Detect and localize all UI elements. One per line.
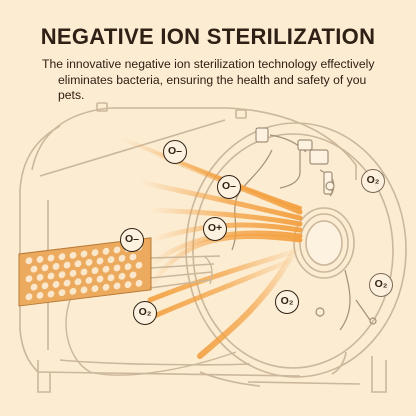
ion-o-plus: O+ (203, 217, 227, 241)
ion-o-minus-middle: O– (217, 175, 241, 199)
description: The innovative negative ion sterilizatio… (42, 57, 382, 104)
ion-o2-upper-right: O₂ (361, 169, 385, 193)
dryer-shell (19, 102, 387, 393)
ion-o-minus-left: O– (120, 228, 144, 252)
ion-o2-center: O₂ (275, 290, 299, 314)
description-line-1: The innovative negative ion sterilizatio… (42, 57, 375, 71)
ion-o-minus-top: O– (163, 140, 187, 164)
page-title: NEGATIVE ION STERILIZATION (40, 24, 376, 49)
filter-wires (65, 255, 237, 376)
description-line-2: eliminates bacteria, ensuring the health… (58, 72, 367, 103)
electronic-components (255, 127, 335, 195)
port-ring (293, 207, 355, 279)
ion-o2-lower-right: O₂ (369, 273, 393, 297)
ion-o2-left: O₂ (133, 301, 157, 325)
